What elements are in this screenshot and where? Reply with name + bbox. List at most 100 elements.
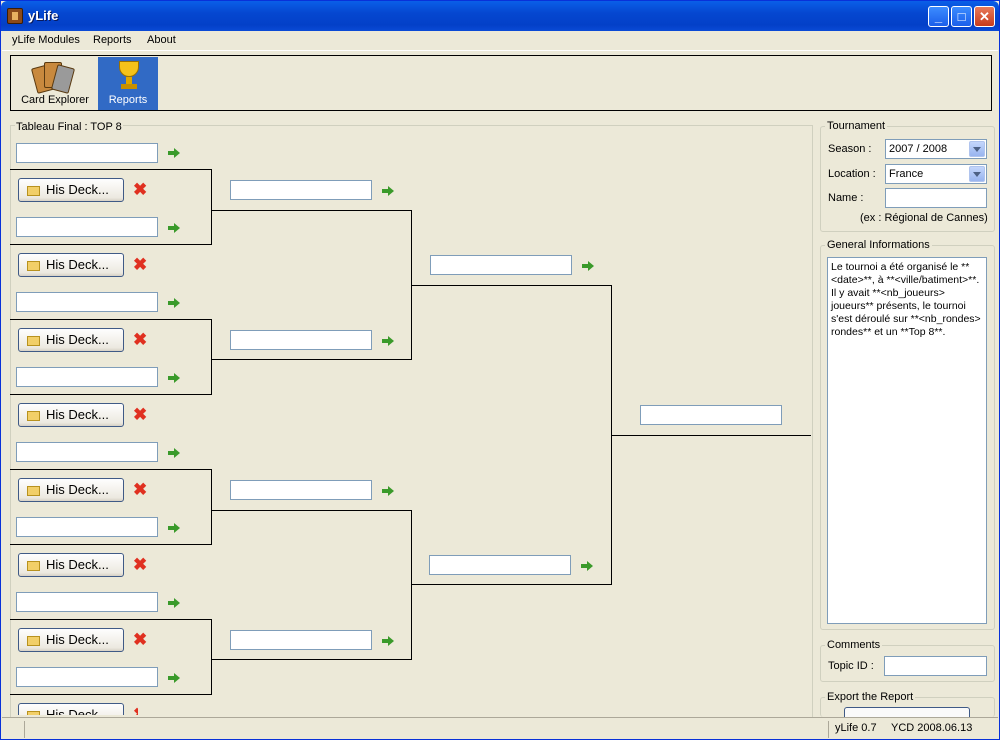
maximize-button[interactable]: □ xyxy=(951,6,972,27)
his-deck-button[interactable]: His Deck... xyxy=(18,403,124,427)
his-deck-button[interactable]: His Deck... xyxy=(18,703,124,715)
folder-icon xyxy=(27,261,40,271)
title-bar[interactable]: yLife _ □ ✕ xyxy=(1,1,999,31)
his-deck-button[interactable]: His Deck... xyxy=(18,178,124,202)
bracket-line xyxy=(212,510,412,511)
bracket-title: Tableau Final : TOP 8 xyxy=(15,121,123,133)
trophy-icon xyxy=(116,61,142,91)
his-deck-button[interactable]: His Deck... xyxy=(18,478,124,502)
status-ycd: YCD 2008.06.13 xyxy=(891,722,973,734)
bracket-line xyxy=(412,584,612,585)
season-label: Season : xyxy=(828,143,872,155)
advance-arrow-icon[interactable] xyxy=(582,261,594,271)
comments-group: Comments xyxy=(820,639,995,682)
his-deck-button[interactable]: His Deck... xyxy=(18,628,124,652)
close-button[interactable]: ✕ xyxy=(974,6,995,27)
advance-arrow-icon[interactable] xyxy=(382,186,394,196)
advance-arrow-icon[interactable] xyxy=(168,298,180,308)
his-deck-button[interactable]: His Deck... xyxy=(18,328,124,352)
season-value: 2007 / 2008 xyxy=(889,143,948,155)
semifinal-name-field[interactable] xyxy=(230,180,372,200)
player-name-field[interactable] xyxy=(16,143,158,163)
folder-icon xyxy=(27,561,40,571)
bracket-line xyxy=(612,435,811,436)
remove-icon[interactable]: ✖ xyxy=(133,180,148,199)
app-icon xyxy=(7,8,23,24)
player-name-field[interactable] xyxy=(16,367,158,387)
folder-icon xyxy=(27,636,40,646)
bracket-line xyxy=(10,544,212,545)
final-name-field[interactable] xyxy=(430,255,572,275)
bracket-line xyxy=(211,469,212,545)
menu-reports[interactable]: Reports xyxy=(93,34,132,46)
season-select[interactable]: 2007 / 2008 xyxy=(885,139,987,159)
bracket-line xyxy=(211,169,212,245)
menu-bar: yLife Modules Reports About xyxy=(2,31,998,51)
advance-arrow-icon[interactable] xyxy=(168,673,180,683)
topic-id-input[interactable] xyxy=(884,656,987,676)
export-group: Export the Report xyxy=(820,691,995,717)
advance-arrow-icon[interactable] xyxy=(382,486,394,496)
tournament-group: Tournament xyxy=(820,120,995,232)
player-name-field[interactable] xyxy=(16,442,158,462)
final-name-field[interactable] xyxy=(429,555,571,575)
chevron-down-icon[interactable] xyxy=(969,141,985,157)
remove-icon[interactable]: ✖ xyxy=(133,405,148,424)
bracket-panel xyxy=(10,125,813,717)
player-name-field[interactable] xyxy=(16,292,158,312)
advance-arrow-icon[interactable] xyxy=(382,336,394,346)
semifinal-name-field[interactable] xyxy=(230,480,372,500)
remove-icon[interactable]: ✖ xyxy=(133,255,148,274)
advance-arrow-icon[interactable] xyxy=(168,523,180,533)
bracket-line xyxy=(211,619,212,695)
export-button[interactable] xyxy=(844,707,970,717)
cards-icon xyxy=(30,62,76,94)
status-bar: yLife 0.7 YCD 2008.06.13 xyxy=(2,717,998,739)
semifinal-name-field[interactable] xyxy=(230,330,372,350)
player-name-field[interactable] xyxy=(16,667,158,687)
minimize-button[interactable]: _ xyxy=(928,6,949,27)
bracket-line xyxy=(412,285,612,286)
bracket-line xyxy=(10,469,212,470)
menu-ylife-modules[interactable]: yLife Modules xyxy=(12,34,80,46)
player-name-field[interactable] xyxy=(16,592,158,612)
general-info-textarea[interactable]: Le tournoi a été organisé le **<date>**,… xyxy=(827,257,987,624)
export-title: Export the Report xyxy=(825,691,916,703)
advance-arrow-icon[interactable] xyxy=(168,448,180,458)
bracket-line xyxy=(411,210,412,360)
remove-icon[interactable]: ✖ xyxy=(133,480,148,499)
player-name-field[interactable] xyxy=(16,517,158,537)
folder-icon xyxy=(27,336,40,346)
bracket-line xyxy=(10,319,212,320)
location-select[interactable]: France xyxy=(885,164,987,184)
chevron-down-icon[interactable] xyxy=(969,166,985,182)
card-explorer-button[interactable]: Card Explorer xyxy=(12,57,98,110)
remove-icon[interactable]: ✖ xyxy=(133,706,138,715)
bracket-line xyxy=(10,694,212,695)
advance-arrow-icon[interactable] xyxy=(168,598,180,608)
his-deck-button[interactable]: His Deck... xyxy=(18,553,124,577)
location-value: France xyxy=(889,168,924,180)
reports-button[interactable]: Reports xyxy=(98,57,158,110)
winner-name-field[interactable] xyxy=(640,405,782,425)
window-title: yLife xyxy=(28,8,59,23)
advance-arrow-icon[interactable] xyxy=(168,373,180,383)
advance-arrow-icon[interactable] xyxy=(382,636,394,646)
bracket-line xyxy=(212,659,412,660)
bracket-line xyxy=(10,244,212,245)
semifinal-name-field[interactable] xyxy=(230,630,372,650)
player-name-field[interactable] xyxy=(16,217,158,237)
advance-arrow-icon[interactable] xyxy=(168,148,180,158)
remove-icon[interactable]: ✖ xyxy=(133,630,148,649)
his-deck-button[interactable]: His Deck... xyxy=(18,253,124,277)
bracket-line xyxy=(211,319,212,395)
menu-about[interactable]: About xyxy=(147,34,176,46)
advance-arrow-icon[interactable] xyxy=(581,561,593,571)
bracket-line xyxy=(611,285,612,585)
tournament-name-input[interactable] xyxy=(885,188,987,208)
advance-arrow-icon[interactable] xyxy=(168,223,180,233)
remove-icon[interactable]: ✖ xyxy=(133,330,148,349)
bracket-line xyxy=(212,359,412,360)
remove-icon[interactable]: ✖ xyxy=(133,555,148,574)
